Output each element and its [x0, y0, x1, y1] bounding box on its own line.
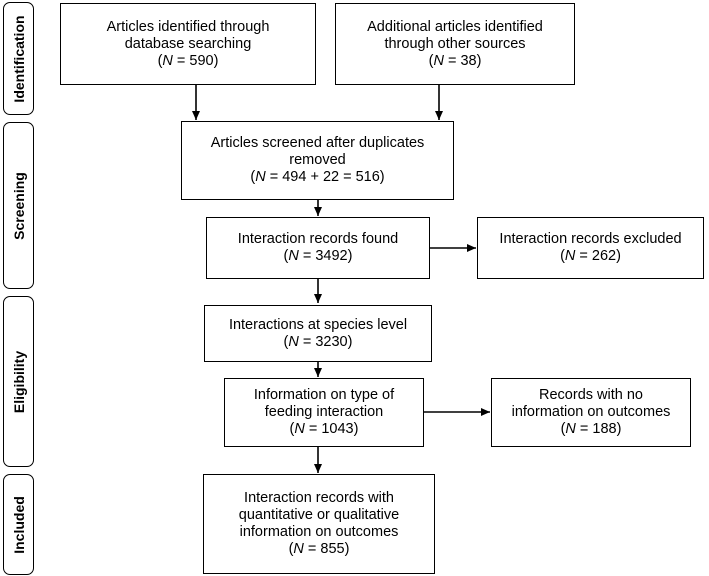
box-no-outcomes-count: (N = 188): [560, 421, 622, 437]
box-other-line1: Additional articles identified: [367, 18, 543, 35]
box-included: Interaction records with quantitative or…: [203, 474, 435, 574]
box-records-excluded: Interaction records excluded (N = 262): [477, 217, 704, 279]
box-species-count: (N = 3230): [283, 333, 353, 350]
box-included-line2: quantitative or qualitative: [238, 507, 400, 523]
phase-included: Included: [3, 474, 34, 575]
box-found-line1: Interaction records found: [237, 231, 399, 247]
box-screened-line2: removed: [289, 152, 346, 168]
box-no-outcomes-line1: Records with no: [539, 387, 643, 403]
box-feeding-count: (N = 1043): [289, 421, 359, 437]
box-other-count: (N = 38): [428, 52, 482, 69]
box-species-level: Interactions at species level (N = 3230): [204, 305, 432, 362]
box-other-line2: through other sources: [384, 35, 526, 52]
box-database-line1: Articles identified through: [106, 18, 270, 35]
phase-eligibility: Eligibility: [3, 296, 34, 467]
box-no-outcomes: Records with no information on outcomes …: [491, 378, 691, 447]
box-species-line1: Interactions at species level: [228, 316, 408, 333]
box-records-found: Interaction records found (N = 3492): [206, 217, 430, 279]
box-screened-count: (N = 494 + 22 = 516): [250, 169, 385, 185]
box-feeding-interaction: Information on type of feeding interacti…: [224, 378, 424, 447]
box-feeding-line2: feeding interaction: [264, 404, 384, 420]
box-feeding-line1: Information on type of: [253, 387, 395, 403]
phase-screening: Screening: [3, 122, 34, 289]
box-excluded-line1: Interaction records excluded: [499, 231, 682, 247]
box-no-outcomes-line2: information on outcomes: [511, 404, 671, 420]
box-other-sources: Additional articles identified through o…: [335, 3, 575, 85]
box-screened-line1: Articles screened after duplicates: [210, 135, 425, 151]
box-excluded-count: (N = 262): [560, 248, 621, 264]
box-database-count: (N = 590): [157, 52, 219, 69]
box-included-line1: Interaction records with: [244, 490, 394, 506]
box-database-search: Articles identified through database sea…: [60, 3, 316, 85]
box-included-count: (N = 855): [288, 541, 350, 557]
phase-identification: Identification: [3, 2, 34, 115]
box-screened: Articles screened after duplicates remov…: [181, 121, 454, 200]
box-found-count: (N = 3492): [283, 248, 353, 264]
box-database-line2: database searching: [124, 35, 252, 52]
box-included-line3: information on outcomes: [239, 524, 399, 540]
